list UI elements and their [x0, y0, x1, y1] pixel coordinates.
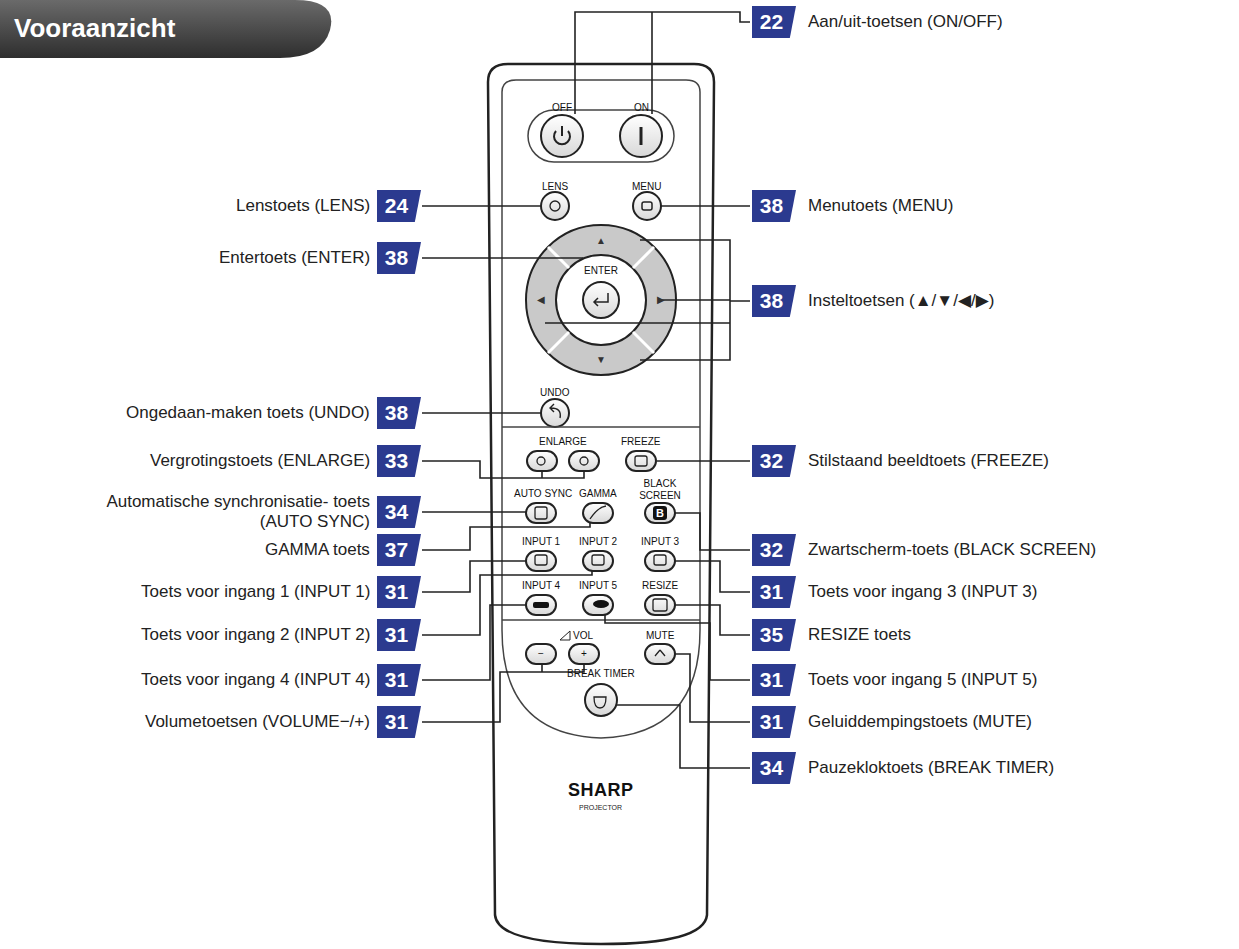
callout-badge: 34 — [377, 496, 421, 528]
callout-badge: 38 — [752, 190, 796, 222]
description-label: Volumetoetsen (VOLUME−/+) — [145, 712, 370, 732]
description-label: Zwartscherm-toets (BLACK SCREEN) — [808, 540, 1096, 560]
callout-number: 38 — [760, 194, 783, 218]
description-label: Automatische synchronisatie- toets (AUTO… — [70, 492, 370, 531]
callout-badge: 31 — [752, 706, 796, 738]
description-label: Lenstoets (LENS) — [236, 196, 370, 216]
button-label: INPUT 1 — [522, 536, 560, 548]
callout-number: 24 — [385, 194, 408, 218]
button-label: BLACK SCREEN — [637, 478, 683, 501]
button-label: GAMMA — [579, 488, 617, 500]
description-label: GAMMA toets — [265, 540, 370, 560]
callout-badge: 31 — [752, 576, 796, 608]
callout-number: 31 — [760, 668, 783, 692]
button-label: − — [538, 648, 544, 660]
callout-number: 38 — [760, 289, 783, 313]
button-label: ENTER — [584, 265, 618, 277]
callout-badge: 31 — [377, 576, 421, 608]
button-label: ENLARGE — [539, 436, 587, 448]
button-label: LENS — [542, 181, 568, 193]
button-glyph: B — [656, 507, 664, 520]
callout-badge: 22 — [752, 6, 796, 38]
button-label: ON — [634, 102, 649, 114]
callout-number: 31 — [385, 710, 408, 734]
description-label: Menutoets (MENU) — [808, 196, 953, 216]
callout-badge: 31 — [377, 619, 421, 651]
button-label: MENU — [632, 181, 661, 193]
description-label: RESIZE toets — [808, 625, 911, 645]
callout-badge: 38 — [752, 285, 796, 317]
callout-badge: 32 — [752, 445, 796, 477]
button-label: UNDO — [540, 387, 569, 399]
description-label: Toets voor ingang 3 (INPUT 3) — [808, 582, 1037, 602]
callout-number: 37 — [385, 538, 408, 562]
button-label: INPUT 2 — [579, 536, 617, 548]
callout-badge: 31 — [377, 706, 421, 738]
arrow-glyph: ◀ — [537, 294, 545, 306]
callout-number: 32 — [760, 538, 783, 562]
button-label: FREEZE — [621, 436, 660, 448]
description-label: Entertoets (ENTER) — [219, 248, 370, 268]
description-label: Toets voor ingang 4 (INPUT 4) — [141, 670, 370, 690]
button-label: INPUT 4 — [522, 580, 560, 592]
callout-number: 31 — [385, 580, 408, 604]
section-title: Vooraanzicht — [14, 13, 175, 44]
button-label: BREAK TIMER — [567, 668, 635, 680]
arrow-glyph: ▶ — [657, 294, 665, 306]
button-label: RESIZE — [642, 580, 678, 592]
callout-badge: 31 — [377, 664, 421, 696]
callout-badge: 31 — [752, 664, 796, 696]
callout-number: 33 — [385, 449, 408, 473]
callout-badge: 37 — [377, 534, 421, 566]
callout-number: 38 — [385, 246, 408, 270]
description-label: Ongedaan-maken toets (UNDO) — [126, 403, 370, 423]
button-label: VOL — [573, 630, 593, 642]
button-label: INPUT 5 — [579, 580, 617, 592]
callout-number: 38 — [385, 401, 408, 425]
arrow-glyph: ▼ — [596, 354, 606, 366]
button-label: INPUT 3 — [641, 536, 679, 548]
callout-badge: 32 — [752, 534, 796, 566]
callout-badge: 38 — [377, 397, 421, 429]
callout-number: 31 — [385, 623, 408, 647]
description-label: Toets voor ingang 2 (INPUT 2) — [141, 625, 370, 645]
description-label: Toets voor ingang 5 (INPUT 5) — [808, 670, 1037, 690]
button-label: OFF — [552, 102, 572, 114]
button-label: AUTO SYNC — [514, 488, 572, 500]
description-label: Stilstaand beeldtoets (FREEZE) — [808, 451, 1049, 471]
callout-badge: 34 — [752, 752, 796, 784]
callout-badge: 35 — [752, 619, 796, 651]
button-label: + — [581, 648, 587, 660]
callout-number: 31 — [760, 710, 783, 734]
callout-number: 34 — [760, 756, 783, 780]
brand-logo: SHARP — [568, 780, 634, 801]
callout-badge: 33 — [377, 445, 421, 477]
callout-number: 31 — [385, 668, 408, 692]
model-label: PROJECTOR — [579, 804, 622, 812]
description-label: Aan/uit-toetsen (ON/OFF) — [808, 12, 1003, 32]
callout-badge: 38 — [377, 242, 421, 274]
callout-number: 35 — [760, 623, 783, 647]
button-label: MUTE — [646, 630, 674, 642]
callout-number: 22 — [760, 10, 783, 34]
callout-badge: 24 — [377, 190, 421, 222]
description-label: Geluiddempingstoets (MUTE) — [808, 712, 1032, 732]
description-label: Pauzekloktoets (BREAK TIMER) — [808, 758, 1054, 778]
description-label: Toets voor ingang 1 (INPUT 1) — [141, 582, 370, 602]
description-label: Vergrotingstoets (ENLARGE) — [150, 451, 370, 471]
arrow-glyph: ▲ — [596, 235, 606, 247]
callout-number: 31 — [760, 580, 783, 604]
callout-number: 34 — [385, 500, 408, 524]
description-label: Insteltoetsen (▲/▼/◀/▶) — [808, 291, 994, 311]
callout-number: 32 — [760, 449, 783, 473]
